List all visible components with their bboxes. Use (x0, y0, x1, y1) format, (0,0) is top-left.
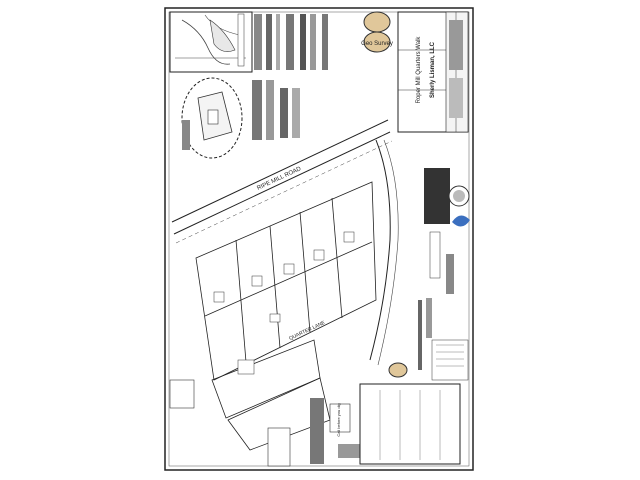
seal-badge (388, 362, 408, 378)
lot-parcels (195, 181, 377, 451)
notes-blocks-middle (182, 80, 300, 150)
general-notes-block (237, 13, 328, 70)
inset-detail (181, 77, 243, 159)
owner-name: Sherly Lisman, LLC (430, 41, 436, 98)
road-curve-edge (377, 139, 399, 366)
call-note: Call before you dig (336, 403, 341, 436)
sheet-inner-border (168, 11, 470, 467)
bottom-left-block: Call before you dig (169, 379, 360, 467)
project-title: Roper Mill Quarters Walk (416, 36, 422, 104)
title-block: Roper Mill Quarters Walk Sherly Lisman, … (397, 11, 469, 133)
certificate-block (359, 383, 461, 465)
surveyor-badge: Geo Survey (361, 11, 393, 53)
surveyor-badge-text: Geo Survey (361, 41, 393, 47)
lot-labels (213, 231, 355, 375)
legend-panels (418, 168, 470, 381)
road-curve (369, 139, 391, 361)
